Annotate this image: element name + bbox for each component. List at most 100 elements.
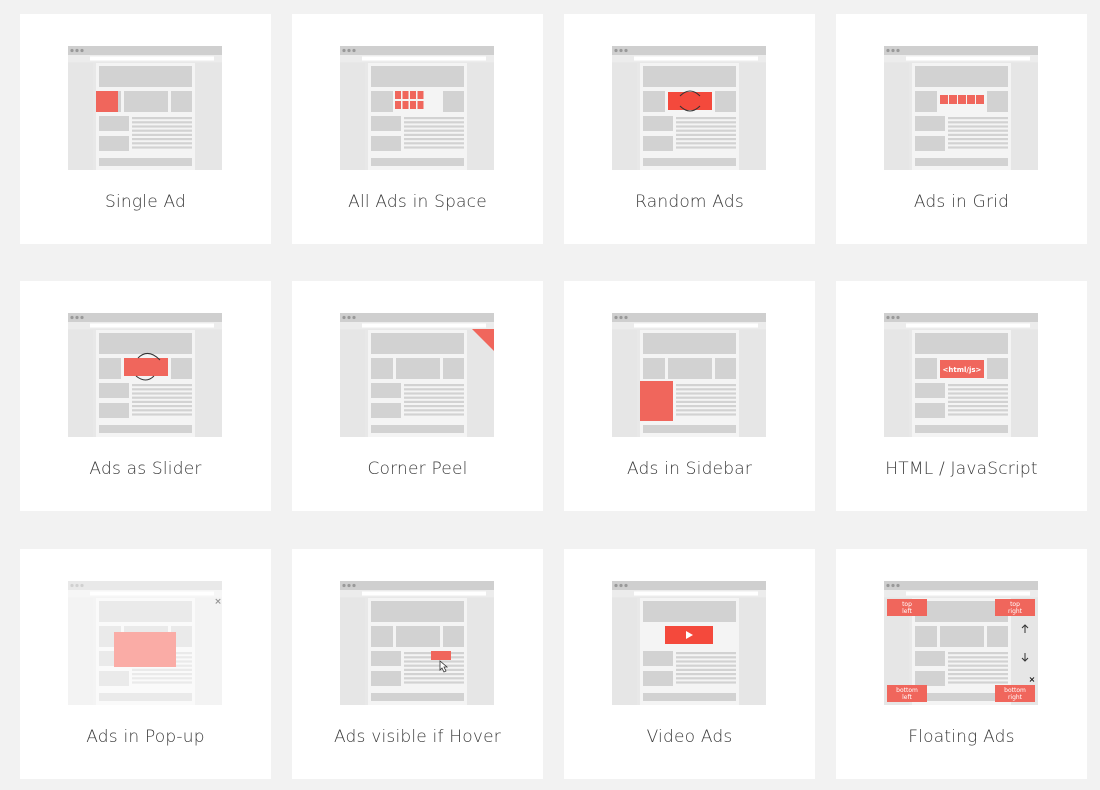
ad-type-card-allspace[interactable]: All Ads in Space [292,14,543,244]
text-line [676,129,736,132]
browser-mockup [68,313,222,437]
text-line [404,117,464,120]
text-line [132,400,192,403]
side-block [915,651,945,666]
text-line [132,681,192,684]
text-line [676,652,736,655]
ad-type-label: HTML / JavaScript [885,459,1038,479]
window-dot-icon [614,315,618,320]
window-dot-icon [614,583,618,588]
footer-block [99,158,192,166]
text-line [132,129,192,132]
header-block [371,601,464,622]
ad-tile [402,101,409,109]
ad-type-card-random[interactable]: Random Ads [564,14,815,244]
mid-block-right [715,358,736,379]
title-bar [340,581,494,590]
text-line [404,125,464,128]
text-line [132,652,192,655]
window-dot-icon [891,48,895,53]
ad-type-card-peel[interactable]: Corner Peel [292,281,543,511]
text-line [404,677,464,680]
left-gutter [612,330,637,437]
left-gutter [68,63,93,170]
ad-tile [402,91,409,99]
text-line [404,668,464,671]
mid-block-left [915,91,937,112]
title-bar [612,581,766,590]
text-line [676,117,736,120]
window-dot-icon [342,583,346,588]
side-block [915,403,945,418]
window-dot-icon [80,583,84,588]
window-dot-icon [352,315,356,320]
slide-arrow-icon [137,353,161,361]
ad-type-card-video[interactable]: Video Ads [564,549,815,779]
allspace-illustration [340,46,494,170]
text-line [132,664,192,667]
text-line [132,396,192,399]
text-line [948,129,1008,132]
side-block [99,136,129,151]
ad-type-card-single[interactable]: Single Ad [20,14,271,244]
text-line [676,392,736,395]
close-icon[interactable]: × [214,597,222,607]
text-line [404,388,464,391]
window-dot-icon [886,583,890,588]
arrow-down-icon [1021,653,1029,662]
window-dot-icon [70,48,74,53]
text-line [404,660,464,663]
ad-type-card-html[interactable]: <html/js>HTML / JavaScript [836,281,1087,511]
footer-block [915,158,1008,166]
text-line [404,400,464,403]
left-gutter [68,330,93,437]
side-block [99,383,129,398]
text-line [404,681,464,684]
footer-block [643,425,736,433]
left-gutter [612,63,637,170]
header-block [643,601,736,622]
title-bar [68,46,222,55]
ad-type-label: Ads as Slider [89,459,202,479]
hover-illustration [340,581,494,705]
text-line [948,409,1008,412]
ad-type-card-grid[interactable]: Ads in Grid [836,14,1087,244]
text-line [948,121,1008,124]
text-line [948,677,1008,680]
text-line [948,142,1008,145]
text-line [404,409,464,412]
close-icon[interactable]: × [1029,675,1036,684]
address-bar [362,56,486,61]
floating-ad-label: left [902,608,912,615]
floating-ad [995,599,1035,616]
grid-ad [940,95,948,104]
header-block [99,66,192,87]
text-line [132,405,192,408]
ad-type-card-sidebar[interactable]: Ads in Sidebar [564,281,815,511]
slider-ad [124,358,168,376]
title-bar [68,581,222,590]
window-dot-icon [347,315,351,320]
window-dot-icon [619,315,623,320]
text-line [948,405,1008,408]
address-bar [362,323,486,328]
ad-type-card-slider[interactable]: Ads as Slider [20,281,271,511]
ad-type-card-hover[interactable]: Ads visible if Hover [292,549,543,779]
window-dot-icon [75,48,79,53]
text-line [132,125,192,128]
ad-type-card-popup[interactable]: ×Ads in Pop-up [20,549,271,779]
rotate-arrow-icon [679,105,701,112]
footer-block [643,158,736,166]
text-line [132,409,192,412]
text-line [404,138,464,141]
text-line [676,409,736,412]
page-area [96,598,222,705]
single-ad [96,91,118,112]
mid-block-right [987,626,1008,647]
browser-mockup [612,313,766,437]
text-line [676,660,736,663]
mid-block-center [124,91,168,112]
text-line [404,146,464,149]
text-line [132,392,192,395]
